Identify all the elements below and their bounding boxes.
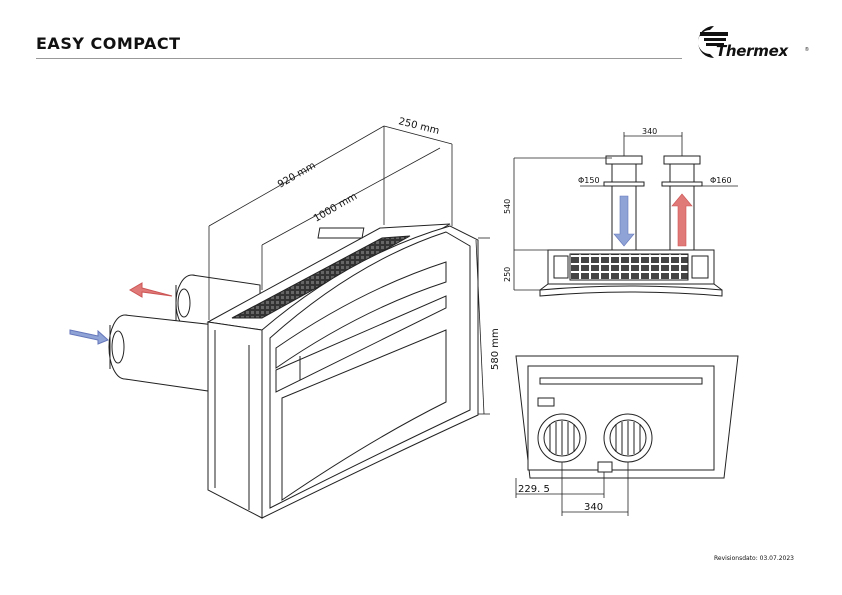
dim-back-340: 340: [584, 502, 603, 513]
dim-side-540: 540: [503, 199, 512, 214]
side-intake-arrow-icon: [613, 195, 635, 247]
dim-side-250: 250: [503, 267, 512, 282]
iso-intake-arrow-icon: [69, 329, 109, 345]
back-dimensions: [515, 462, 629, 516]
dim-back-229-5: 229. 5: [518, 484, 550, 495]
side-view: [539, 155, 723, 297]
dim-iso-580: 580 mm: [490, 328, 501, 370]
dim-side-phi160: Φ160: [710, 176, 732, 185]
back-pipe-left: [537, 413, 587, 463]
iso-front-lower: [281, 329, 447, 501]
iso-unit: [108, 223, 479, 519]
side-base: [539, 285, 723, 297]
brand-registered-mark: ®: [805, 47, 809, 53]
dim-iso-920: 920 mm: [276, 160, 318, 190]
dim-iso-250: 250 mm: [397, 116, 440, 137]
header-divider: [36, 58, 682, 59]
thermex-logo-icon: [698, 26, 728, 58]
back-view: [515, 355, 739, 479]
iso-left-side: [207, 321, 263, 519]
brand-name: Thermex: [716, 42, 788, 60]
iso-control-panel: [317, 227, 365, 239]
dim-side-phi150: Φ150: [578, 176, 600, 185]
dim-iso-1000: 1000 mm: [312, 191, 359, 225]
iso-top-grill: [231, 235, 411, 319]
iso-exhaust-arrow-icon: [129, 282, 173, 298]
side-exhaust-arrow-icon: [671, 193, 693, 247]
dim-side-340: 340: [642, 127, 657, 136]
iso-rear-pipe-lower: [108, 314, 216, 393]
iso-dimensions: [208, 125, 490, 415]
iso-display-strip: [275, 261, 447, 369]
back-pipe-right: [603, 413, 653, 463]
page-title: EASY COMPACT: [36, 34, 181, 53]
back-drain: [597, 461, 613, 473]
revision-date: Revisionsdato: 03.07.2023: [714, 555, 794, 562]
side-dimensions: [513, 132, 738, 291]
